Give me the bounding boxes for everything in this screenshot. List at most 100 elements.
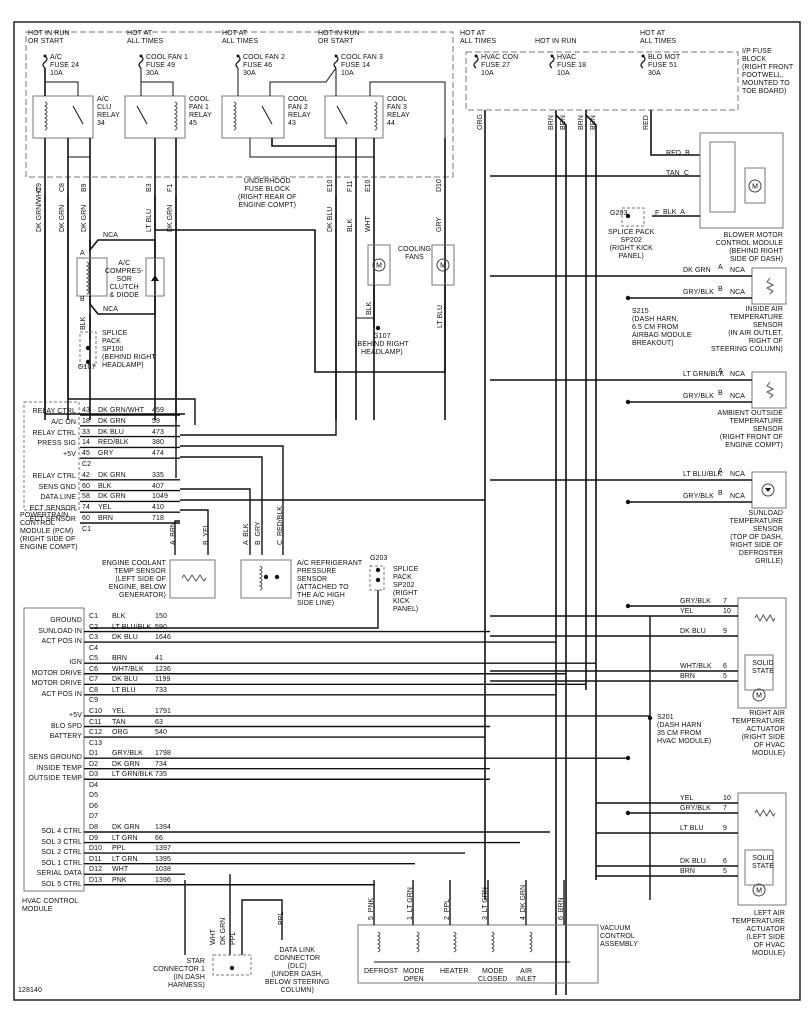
- ground-label: G203: [370, 555, 388, 562]
- relay-coil-icon: [373, 101, 378, 131]
- wire-color-label: LT BLU: [146, 208, 153, 232]
- pin-label: 9: [723, 825, 727, 832]
- pcm-pin-function: DATA LINE: [40, 494, 76, 502]
- splice-dot: [625, 213, 631, 219]
- pressure-label: A/C REFRIGERANT PRESSURE SENSOR (ATTACHE…: [297, 560, 363, 607]
- power-source-label: HOT AT ALL TIMES: [222, 30, 259, 45]
- circuit-number: 380: [152, 439, 164, 447]
- nca-label: NCA: [730, 493, 746, 500]
- wire-color-label: WHT/BLK: [112, 665, 144, 673]
- wire: [141, 81, 174, 96]
- motor-icon: [436, 258, 450, 272]
- power-source-label: HOT IN RUN: [535, 38, 577, 45]
- pin-label: A: [718, 468, 723, 475]
- wire: [585, 114, 597, 880]
- pin-label: 4 DK GRN: [520, 884, 527, 920]
- thermistor-icon: [765, 381, 775, 399]
- splice-dot: [625, 399, 631, 405]
- wire-color-label: DK BLU: [680, 858, 706, 865]
- wire: [180, 195, 337, 436]
- splice-pack-sp202-mid: [369, 565, 385, 591]
- hvac-pin-number: C3: [89, 634, 99, 642]
- hvac-pin-number: C4: [89, 644, 99, 652]
- pin-label: B9: [81, 183, 88, 192]
- wire-color-label: PPL: [230, 931, 237, 945]
- hvac-pin-function: SERIAL DATA: [36, 870, 82, 878]
- splice-dot: [85, 345, 91, 351]
- hvac-pin-function: SOL 5 CTRL: [41, 880, 82, 888]
- pcm-pin-number: 33: [82, 428, 90, 436]
- wire-color-label: BLK: [80, 316, 87, 330]
- wire: [180, 456, 263, 555]
- wire-color-label: GRY/BLK: [112, 750, 143, 758]
- wire: [269, 67, 337, 96]
- wire-color-label: BLK: [347, 218, 354, 232]
- wire-color-label: BRN: [98, 515, 114, 522]
- wire-color-label: BRN: [680, 673, 696, 680]
- wire: [45, 81, 79, 96]
- dlc-label: DATA LINK CONNECTOR (DLC) (UNDER DASH, B…: [265, 947, 330, 994]
- pin-label: F: [655, 210, 660, 217]
- ambient-label: AMBIENT OUTSIDE TEMPERATURE SENSOR (RIGH…: [717, 410, 783, 449]
- hvac-pin-function: IGN: [69, 659, 82, 667]
- wire-color-label: LT BLU/BLK: [112, 623, 152, 631]
- splice-pack-sp100: [79, 331, 97, 367]
- hvac-pin-number: C7: [89, 676, 99, 684]
- pin-label: B: [718, 286, 723, 293]
- wire: [555, 114, 567, 995]
- cooling-fan-box: [367, 244, 391, 286]
- ambient-box: [751, 371, 787, 409]
- compressor-label: A/C COMPRES- SOR CLUTCH & DIODE: [105, 260, 144, 299]
- hvac-pin-number: C6: [89, 665, 99, 673]
- pcm-pin-function: ECT SENSOR: [29, 505, 76, 513]
- wire-color-label: LT GRN/BLK: [683, 371, 725, 378]
- wire: [154, 195, 446, 373]
- pcm-pin-number: C1: [82, 525, 92, 533]
- circuit-number: 474: [152, 450, 164, 458]
- hvac-pin-number: D4: [89, 781, 99, 789]
- wire-color-label: BLK: [98, 482, 112, 490]
- hvac-pin-number: C1: [89, 613, 99, 620]
- hvac-pin-function: SOL 4 CTRL: [41, 828, 82, 835]
- circuit-number: 407: [152, 482, 164, 490]
- splice-label: SPLICE PACK SP202 (RIGHT KICK PANEL): [393, 566, 419, 613]
- solenoid-label: DEFROST: [364, 968, 399, 975]
- hvac-pin-number: D6: [89, 802, 99, 810]
- pcm-pin-number: 58: [82, 493, 90, 501]
- circuit-number: 41: [155, 655, 163, 663]
- pin-label: A: [718, 264, 723, 271]
- power-source-label: HOT IN RUN OR START: [28, 30, 70, 45]
- wire-color-label: BLK: [366, 301, 373, 315]
- wire-color-label: PNK: [112, 876, 127, 884]
- wire-color-label: GRY: [98, 450, 114, 458]
- splice-dot: [274, 574, 280, 580]
- pin-label: B: [80, 296, 85, 303]
- pcm-pin-function: PRESS SIG: [37, 440, 76, 448]
- wire: [90, 590, 379, 629]
- splice-dot: [229, 965, 235, 971]
- hvac-pin-number: D8: [89, 824, 99, 831]
- solenoid-label: MODE CLOSED: [478, 968, 508, 983]
- power-source-label: HOT AT ALL TIMES: [640, 30, 677, 45]
- wire-color-label: DK BLU: [680, 628, 706, 635]
- wire-color-label: DK GRN/WHT: [98, 407, 145, 414]
- pin-label: A BRN: [170, 522, 177, 545]
- hvac-pin-number: C9: [89, 697, 99, 705]
- underhood-fuse-block: [25, 31, 454, 178]
- pcm-pin-number: 42: [82, 471, 90, 479]
- diagram-frame: [13, 21, 801, 1001]
- wire: [174, 520, 180, 555]
- pin-label: 6: [723, 858, 727, 865]
- diode-icon: [151, 275, 159, 281]
- pcm-pin-function: A/C ON: [51, 418, 76, 426]
- fuse-label: COOL FAN 1 FUSE 49 30A: [146, 54, 188, 77]
- splice-label: SPLICE PACK SP202 (RIGHT KICK PANEL): [608, 229, 655, 260]
- wire-color-label: YEL: [98, 504, 112, 512]
- pcm-connector: [23, 401, 80, 511]
- motor-icon: [372, 258, 386, 272]
- hvac-pin-number: D11: [89, 855, 102, 863]
- solid-state-label: SOLID STATE: [752, 660, 775, 675]
- wire-color-label: LT BLU: [112, 686, 136, 694]
- hvac-pin-number: C5: [89, 655, 99, 663]
- blower-motor-box: [744, 167, 766, 204]
